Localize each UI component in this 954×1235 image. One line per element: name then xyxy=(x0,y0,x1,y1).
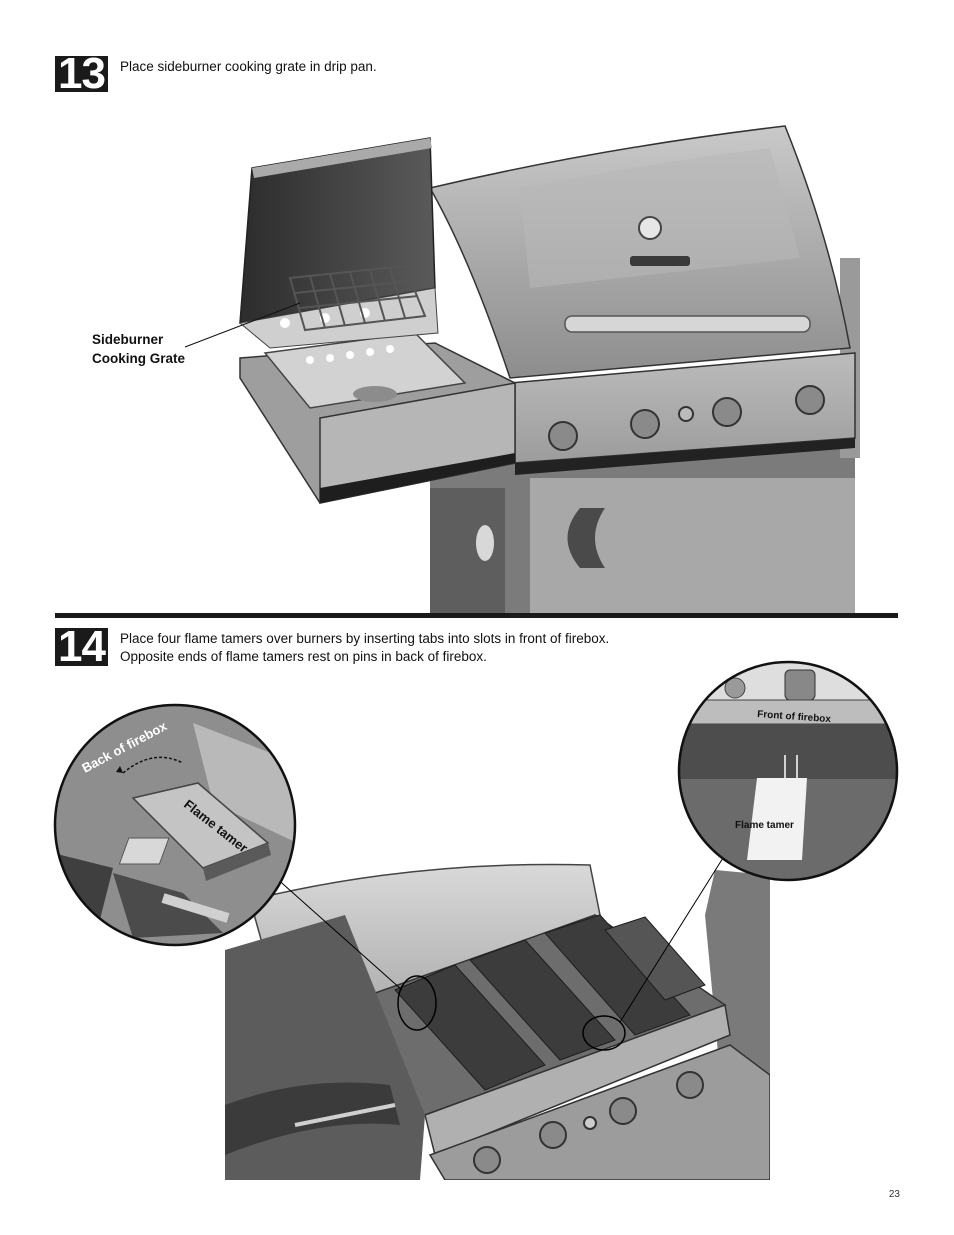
step-14-number: 14 xyxy=(55,625,108,669)
section-divider xyxy=(55,613,898,618)
step-13-number: 13 xyxy=(55,52,108,96)
page-number: 23 xyxy=(888,1189,900,1200)
front-of-firebox-label: Front of firebox xyxy=(757,709,832,725)
back-of-firebox-inset: Back of firebox Flame tamer xyxy=(53,703,297,947)
callout-line-1: Sideburner xyxy=(92,332,164,347)
step-14-instruction: Place four flame tamers over burners by … xyxy=(120,631,610,664)
step-13-instruction: Place sideburner cooking grate in drip p… xyxy=(120,59,377,74)
front-of-firebox-inset: Front of firebox Flame tamer xyxy=(677,660,899,882)
firebox-illustration xyxy=(225,855,770,1180)
sideburner-callout-label: Sideburner Cooking Grate xyxy=(92,330,185,368)
callout-line-2: Cooking Grate xyxy=(92,351,186,366)
flame-tamer-label-right: Flame tamer xyxy=(735,820,794,831)
sideburner-grill-illustration xyxy=(184,125,860,613)
